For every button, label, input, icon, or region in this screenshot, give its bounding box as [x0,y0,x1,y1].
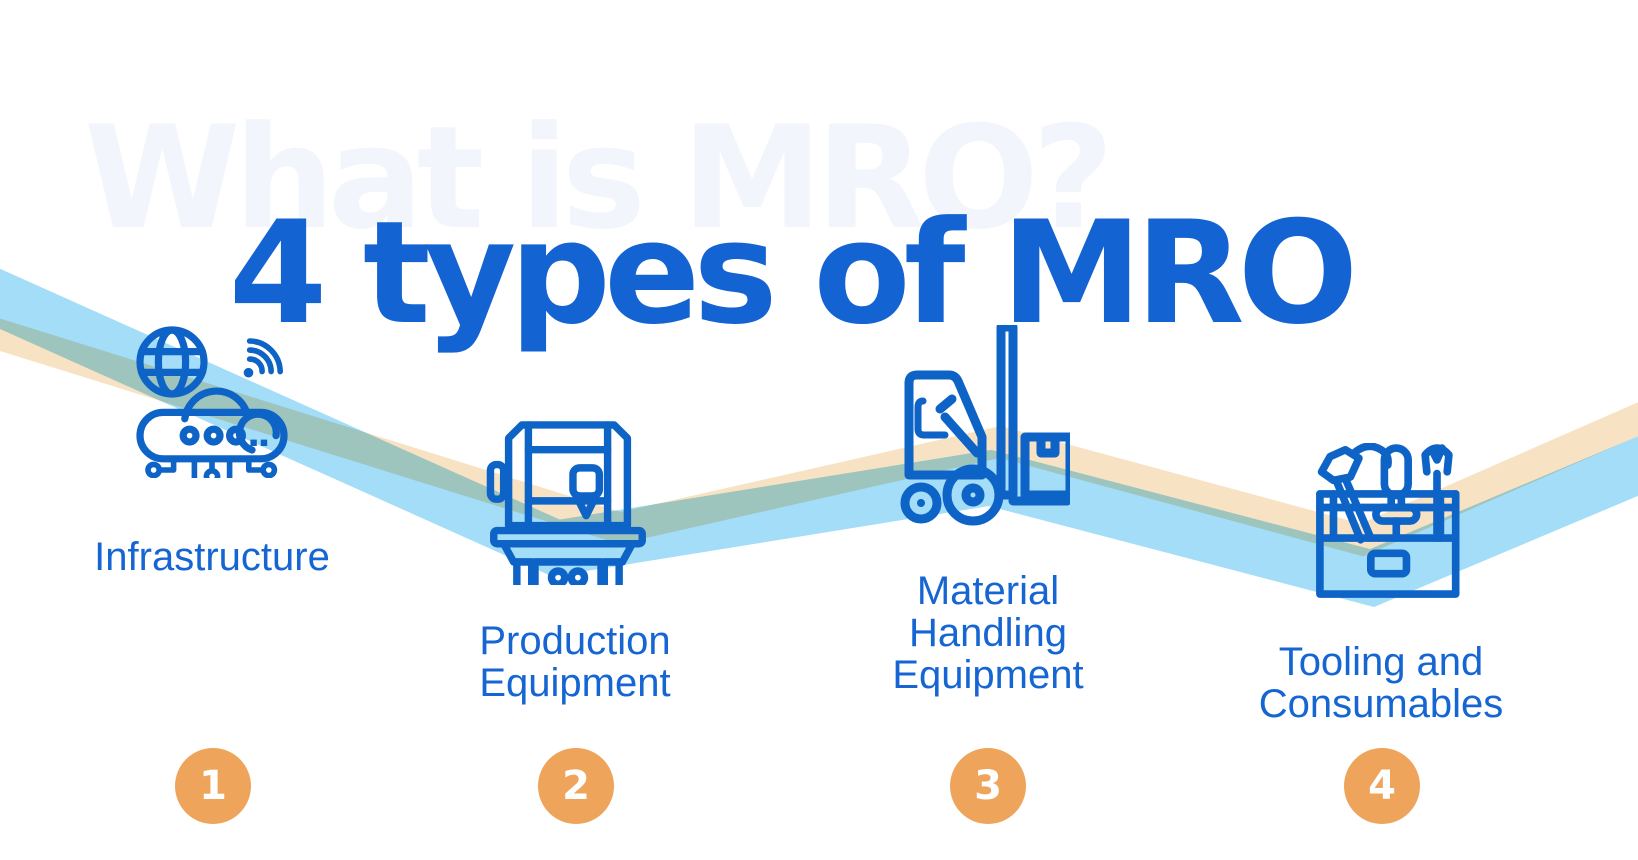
label-line: Consumables [1258,682,1504,726]
number-badge-1: 1 [175,748,251,824]
label-tooling-and-consumables: Tooling and Consumables [1221,641,1541,725]
toolbox-icon [1295,443,1467,600]
number-badge-2: 2 [538,748,614,824]
cloud-network-icon [132,318,292,478]
forklift-icon [885,325,1070,530]
label-line: Material [916,569,1060,613]
label-line: Infrastructure [94,535,330,579]
page-title: 4 types of MRO [228,191,1359,357]
label-line: Production [479,619,671,663]
number-badge-4: 4 [1344,748,1420,824]
ghost-title: What is MRO? [84,96,1114,261]
label-material-handling-equipment: Material Handling Equipment [828,570,1148,696]
label-production-equipment: Production Equipment [425,620,725,704]
label-line: Equipment [479,661,671,705]
number-badge-3: 3 [950,748,1026,824]
label-line: Equipment [892,653,1084,697]
milling-machine-icon [484,420,652,585]
label-line: Handling [909,611,1067,655]
label-line: Tooling and [1278,640,1484,684]
label-infrastructure: Infrastructure [62,536,362,578]
